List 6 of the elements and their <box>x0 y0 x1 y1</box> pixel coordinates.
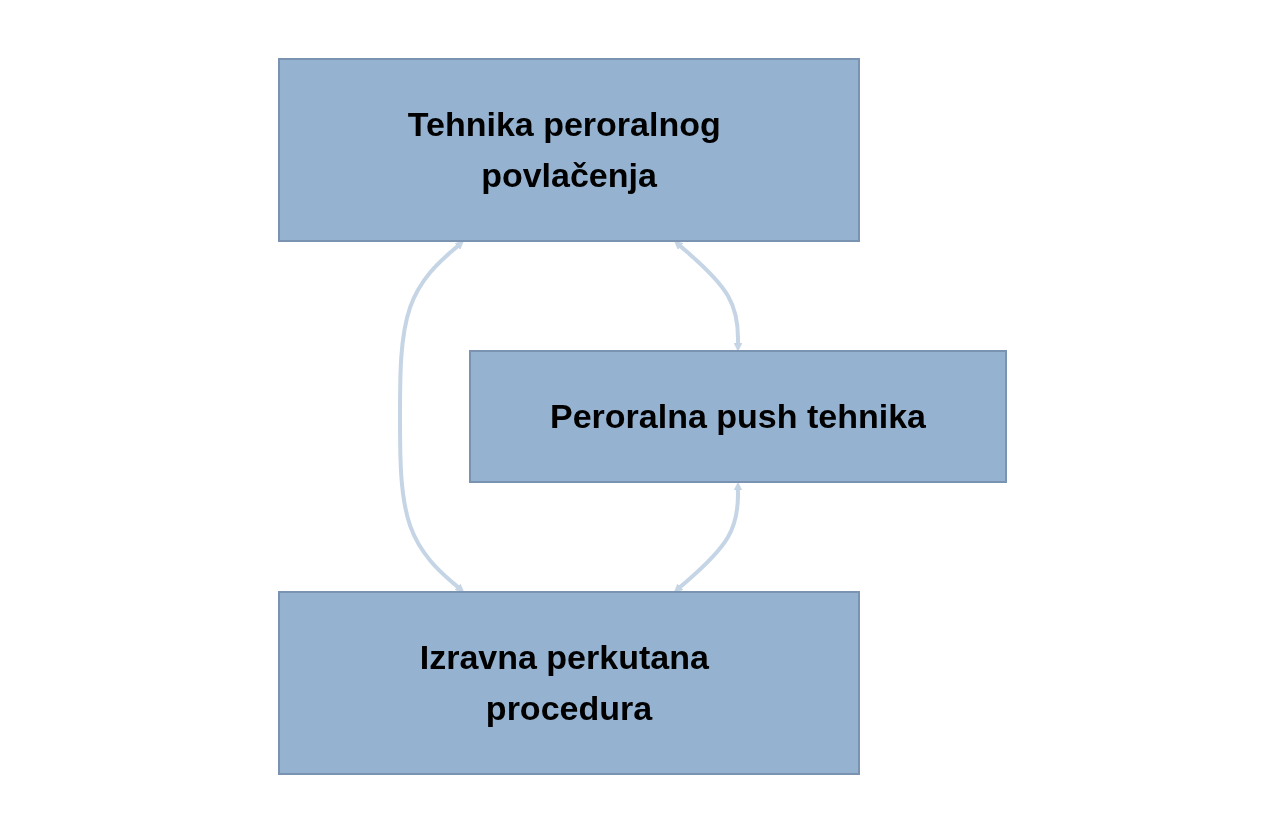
arrow <box>397 240 464 593</box>
arrow <box>673 240 742 352</box>
node-box: Peroralna push tehnika <box>468 350 1007 483</box>
node-box: Tehnika peroralnog povlačenja <box>277 58 860 242</box>
arrow <box>673 482 742 593</box>
node-box: Izravna perkutana procedura <box>277 591 860 775</box>
